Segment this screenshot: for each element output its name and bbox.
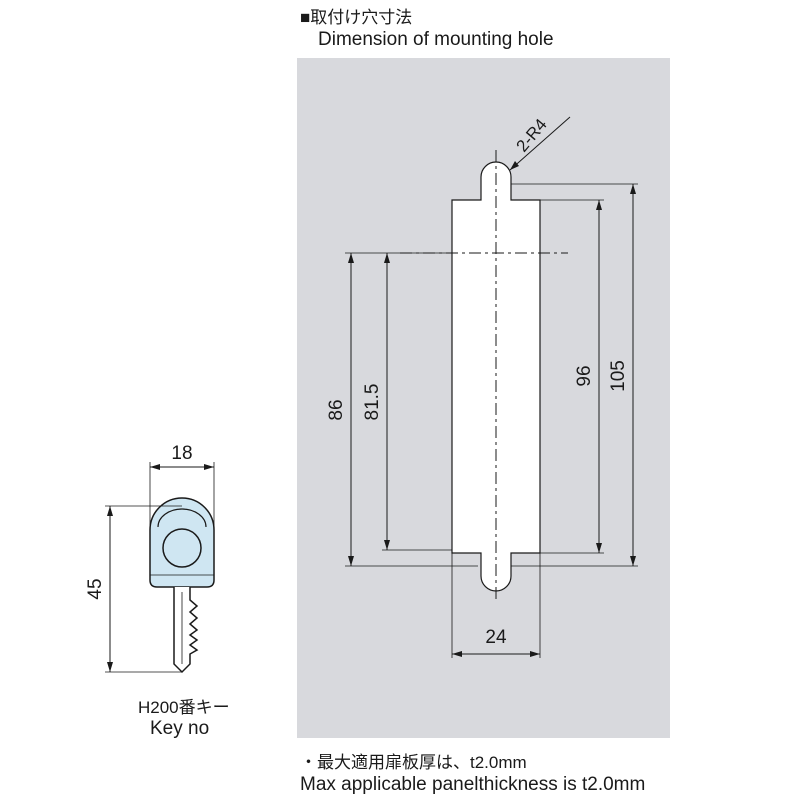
- section-title-en: Dimension of mounting hole: [318, 29, 554, 50]
- arrow-105-bottom: [630, 556, 636, 566]
- label-81-5: 81.5: [362, 384, 383, 421]
- thickness-note-en: Max applicable panelthickness is t2.0mm: [300, 774, 646, 795]
- label-86: 86: [326, 399, 347, 420]
- arrow-86-bottom: [348, 556, 354, 566]
- arrow-2-r4: [510, 161, 519, 170]
- label-key-45: 45: [85, 578, 106, 599]
- arrow-96-top: [596, 200, 602, 210]
- key-ring: [157, 508, 207, 528]
- arrow-86-top: [348, 253, 354, 263]
- label-105: 105: [608, 360, 629, 392]
- key-hole-circle: [162, 528, 202, 568]
- thickness-note-jp: ・最大適用扉板厚は、t2.0mm: [300, 753, 527, 772]
- arrow-key-18-left: [150, 464, 160, 470]
- leader-2-r4: [509, 116, 571, 171]
- arrow-105-top: [630, 184, 636, 194]
- key-caption-jp: H200番キー: [138, 698, 230, 717]
- arrow-81-5-top: [384, 253, 390, 263]
- arrow-24-left: [452, 651, 462, 657]
- label-key-18: 18: [171, 443, 192, 464]
- section-title-jp: ■取付け穴寸法: [300, 8, 413, 27]
- key-caption-en: Key no: [150, 718, 210, 739]
- arrow-96-bottom: [596, 543, 602, 553]
- arrow-key-45-top: [107, 506, 113, 516]
- arrow-81-5-bottom: [384, 540, 390, 550]
- arrow-24-right: [530, 651, 540, 657]
- key-blade: [173, 587, 199, 674]
- arrow-key-45-bottom: [107, 662, 113, 672]
- label-24: 24: [485, 627, 507, 648]
- label-96: 96: [574, 365, 595, 386]
- arrow-key-18-right: [204, 464, 214, 470]
